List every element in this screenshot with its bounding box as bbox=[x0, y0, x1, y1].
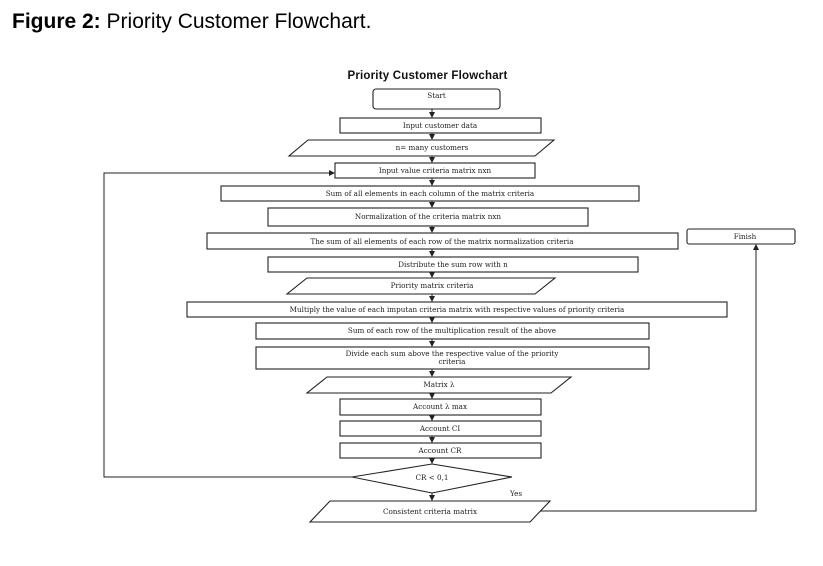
figure-label: Figure 2: bbox=[12, 10, 101, 33]
normalization-label: Normalization of the criteria matrix nxn bbox=[355, 212, 502, 221]
figure-caption: Figure 2: Priority Customer Flowchart. bbox=[12, 10, 371, 34]
n-many-customers-label: n= many customers bbox=[396, 143, 469, 152]
divide-label-line2: criteria bbox=[439, 357, 467, 366]
sum-row-normalization-node: The sum of all elements of each row of t… bbox=[206, 232, 679, 250]
finish-node: Finish bbox=[686, 228, 796, 245]
distribute-sum-row-label: Distribute the sum row with n bbox=[398, 260, 508, 269]
n-many-customers-node: n= many customers bbox=[287, 139, 556, 157]
priority-matrix-criteria-node: Priority matrix criteria bbox=[285, 277, 557, 295]
normalization-node: Normalization of the criteria matrix nxn bbox=[267, 207, 589, 227]
sum-row-normalization-label: The sum of all elements of each row of t… bbox=[310, 237, 574, 246]
divide-node: Divide each sum above the respective val… bbox=[255, 346, 650, 370]
input-customer-data-node: Input customer data bbox=[339, 117, 542, 134]
sum-column-label: Sum of all elements in each column of th… bbox=[326, 189, 535, 198]
account-ci-node: Account CI bbox=[339, 420, 542, 437]
decision-cr-node: CR < 0,1 bbox=[351, 463, 513, 494]
decision-cr-label: CR < 0,1 bbox=[416, 473, 449, 482]
start-node-label: Start bbox=[427, 91, 446, 100]
finish-node-label: Finish bbox=[734, 232, 757, 241]
account-ci-label: Account CI bbox=[419, 424, 460, 433]
matrix-lambda-node: Matrix λ bbox=[305, 376, 573, 394]
distribute-sum-row-node: Distribute the sum row with n bbox=[267, 256, 639, 273]
priority-matrix-criteria-label: Priority matrix criteria bbox=[391, 281, 475, 290]
account-cr-label: Account CR bbox=[418, 446, 462, 455]
account-lambda-max-label: Account λ max bbox=[412, 402, 467, 411]
flowchart-title: Priority Customer Flowchart bbox=[347, 70, 508, 82]
matrix-lambda-label: Matrix λ bbox=[423, 380, 455, 389]
arrow-to-finish bbox=[540, 244, 759, 512]
consistent-matrix-label: Consistent criteria matrix bbox=[383, 507, 477, 516]
yes-edge-label: Yes bbox=[509, 489, 522, 498]
account-lambda-max-node: Account λ max bbox=[339, 398, 542, 416]
account-cr-node: Account CR bbox=[339, 442, 542, 459]
input-criteria-matrix-label: Input value criteria matrix nxn bbox=[379, 166, 492, 175]
consistent-matrix-node: Consistent criteria matrix bbox=[308, 500, 552, 523]
loop-back-arrow bbox=[103, 170, 352, 478]
figure-caption-text: Priority Customer Flowchart. bbox=[106, 10, 372, 33]
sum-each-row-multiplication-label: Sum of each row of the multiplication re… bbox=[348, 326, 556, 335]
input-customer-data-label: Input customer data bbox=[403, 121, 478, 130]
input-criteria-matrix-node: Input value criteria matrix nxn bbox=[334, 162, 536, 179]
multiply-label: Multiply the value of each imputan crite… bbox=[290, 305, 625, 314]
divide-label-line1: Divide each sum above the respective val… bbox=[346, 349, 560, 358]
multiply-node: Multiply the value of each imputan crite… bbox=[186, 301, 728, 318]
sum-column-node: Sum of all elements in each column of th… bbox=[220, 185, 640, 202]
sum-each-row-multiplication-node: Sum of each row of the multiplication re… bbox=[255, 322, 650, 340]
start-node: Start bbox=[372, 88, 501, 110]
